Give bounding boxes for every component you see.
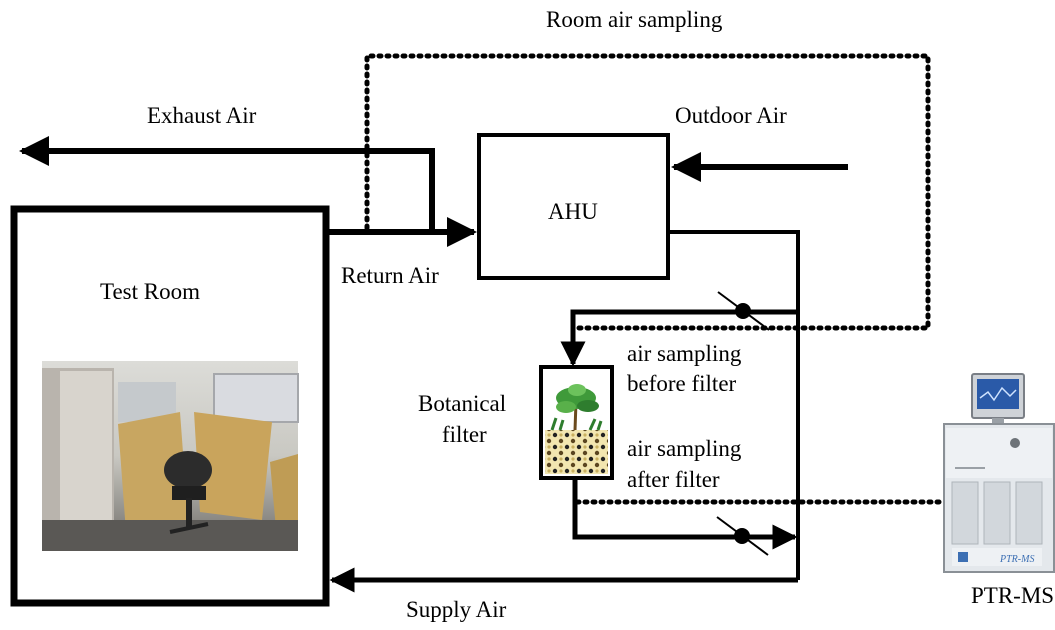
botanical-filter-label-line2: filter: [442, 422, 487, 447]
sampling-before-label-line1: air sampling: [627, 341, 742, 366]
sampling-after-label-line1: air sampling: [627, 436, 742, 461]
ahu-outlet-line: [668, 230, 800, 580]
test-room-label: Test Room: [100, 279, 200, 304]
ptr-ms-label: PTR-MS: [971, 583, 1054, 608]
return-air-label: Return Air: [341, 263, 439, 288]
sampling-after-label-line2: after filter: [627, 467, 720, 492]
ptr-ms-instrument-icon: PTR-MS: [943, 373, 1055, 573]
ahu-label: AHU: [548, 199, 598, 224]
filter-outlet-line: [572, 478, 798, 550]
filter-inlet-line: [560, 309, 798, 367]
room-air-sampling-line: [364, 53, 931, 331]
supply-air-label: Supply Air: [406, 597, 507, 622]
ahu-box: [477, 133, 670, 280]
sampling-before-label-line2: before filter: [627, 371, 737, 396]
botanical-filter-icon: [539, 365, 614, 480]
outdoor-air-label: Outdoor Air: [675, 103, 787, 128]
inlet-damper-icon: [717, 291, 770, 331]
outlet-damper-icon: [716, 516, 769, 556]
test-room-photo: [42, 361, 299, 551]
exhaust-air-label: Exhaust Air: [147, 103, 257, 128]
exhaust-air-line: [18, 136, 435, 232]
ptr-ms-badge: PTR-MS: [999, 554, 1034, 565]
botanical-filter-label-line1: Botanical: [418, 391, 506, 416]
room-air-sampling-label: Room air sampling: [546, 7, 723, 32]
